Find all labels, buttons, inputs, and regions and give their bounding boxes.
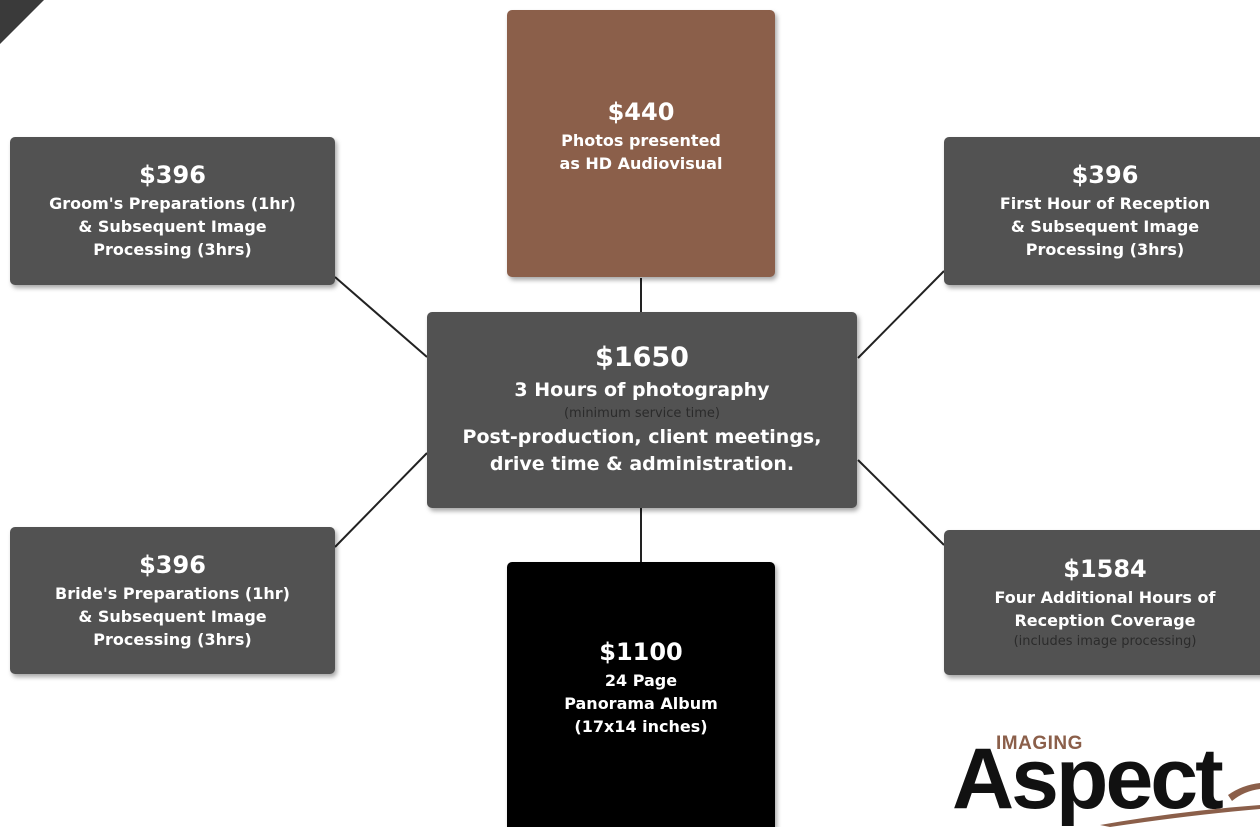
top-right-node: $396 First Hour of Reception & Subsequen… [944, 137, 1260, 285]
corner-decoration [0, 0, 44, 44]
bottom-right-node-line1: Four Additional Hours of [994, 587, 1216, 607]
connector-top-right [857, 270, 945, 359]
center-node: $1650 3 Hours of photography (minimum se… [427, 312, 857, 508]
bottom-left-node-line2: & Subsequent Image [78, 606, 267, 626]
center-node-line2: Post-production, client meetings, [462, 425, 822, 448]
top-right-node-line1: First Hour of Reception [999, 194, 1211, 213]
top-right-node-line2: & Subsequent Image [1010, 217, 1200, 236]
center-node-price: $1650 [595, 341, 689, 373]
bottom-right-node-price: $1584 [1063, 554, 1147, 583]
top-left-node-line1: Groom's Preparations (1hr) [49, 194, 296, 213]
bottom-node: $1100 24 Page Panorama Album (17x14 inch… [507, 562, 775, 827]
center-node-line1: 3 Hours of photography [514, 378, 770, 401]
connector-top-left [334, 276, 428, 358]
top-node-line1: Photos presented [561, 131, 721, 150]
bottom-node-line3: (17x14 inches) [574, 717, 708, 736]
top-node: $440 Photos presented as HD Audiovisual [507, 10, 775, 277]
top-left-node-price: $396 [139, 161, 206, 189]
logo-top-text: IMAGING [996, 733, 1083, 754]
logo-brush-stroke-icon [1100, 783, 1260, 827]
bottom-node-line1: 24 Page [604, 671, 678, 690]
connector-bottom-left [334, 452, 428, 548]
bottom-left-node-line1: Bride's Preparations (1hr) [55, 583, 290, 603]
bottom-left-node: $396 Bride's Preparations (1hr) & Subseq… [10, 527, 335, 674]
top-left-node-line3: Processing (3hrs) [93, 240, 252, 259]
bottom-left-node-line3: Processing (3hrs) [93, 629, 252, 649]
top-node-line2: as HD Audiovisual [559, 154, 723, 173]
top-left-node-line2: & Subsequent Image [78, 217, 267, 236]
center-node-line3: drive time & administration. [489, 452, 795, 475]
top-node-price: $440 [607, 98, 675, 126]
top-right-node-line3: Processing (3hrs) [1025, 240, 1185, 259]
top-left-node: $396 Groom's Preparations (1hr) & Subseq… [10, 137, 335, 285]
top-right-node-price: $396 [1071, 161, 1139, 189]
center-node-note: (minimum service time) [563, 405, 721, 421]
logo-main-text: Aspect [952, 731, 1224, 827]
bottom-left-node-price: $396 [139, 550, 206, 579]
connector-bottom-right [857, 459, 945, 546]
bottom-right-node-note: (includes image processing) [1013, 633, 1197, 649]
imaging-aspect-logo: Aspect IMAGING [950, 725, 1260, 827]
bottom-node-price: $1100 [599, 638, 683, 666]
bottom-right-node: $1584 Four Additional Hours of Reception… [944, 530, 1260, 675]
bottom-right-node-line2: Reception Coverage [1014, 610, 1196, 630]
bottom-node-line2: Panorama Album [564, 694, 718, 713]
